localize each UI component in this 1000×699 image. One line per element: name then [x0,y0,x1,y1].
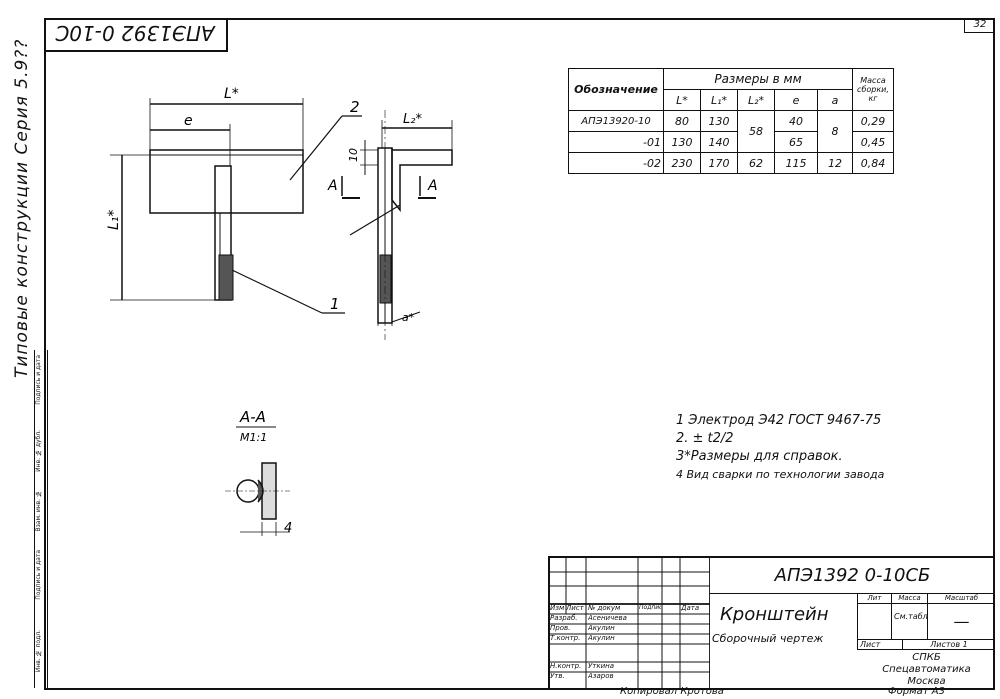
side-stamp-column: Инв. № подл. Подпись и дата Взам. инв. №… [34,350,48,688]
header-L1: L₁* [700,89,738,111]
cell-designation: -01 [568,131,664,153]
header-L2: L₂* [737,89,775,111]
header-a: a [817,89,853,111]
cell-designation: АПЭ13920-10 [568,110,664,132]
cell-L1: 140 [700,131,738,153]
hdr-list: Лист [566,604,584,612]
cell-L2: 62 [737,152,775,174]
callout-2: 2 [350,98,360,116]
section-title: А-А [239,408,266,426]
format-label: Формат А3 [888,686,945,697]
org-3: Москва [907,676,946,687]
cell-L: 130 [663,131,701,153]
role-0: Разраб. [550,614,578,622]
spec-table: Обозначение Размеры в мм Масса сборки, к… [568,68,894,174]
person-3: Уткина [588,662,614,670]
mass-value: См.табл. [892,604,928,640]
cell-a: 8 [817,110,853,153]
mass-label: Масса [892,594,928,604]
table-row: АПЭ13920-10 80 130 58 40 8 0,29 [568,110,894,153]
role-4: Утв. [550,672,565,680]
section-dim: 4 [284,521,292,536]
header-e: e [774,89,818,111]
table-row: -02 230 170 62 115 12 0,84 [568,152,894,174]
dim-L1: L₁* [106,210,122,230]
note-2: 2. ± t2/2 [676,431,734,446]
org-1: СПКБ [912,652,941,663]
section-scale: М1:1 [240,431,267,444]
header-mass: Масса сборки, кг [852,68,894,111]
copied-by: Копировал Кротова [620,686,724,697]
cell-L: 80 [663,110,701,132]
cell-a: 12 [817,152,853,174]
note-1: 1 Электрод Э42 ГОСТ 9467-75 [676,413,882,428]
lit-label: Лит [858,594,892,604]
technical-notes: 1 Электрод Э42 ГОСТ 9467-75 2. ± t2/2 3*… [676,412,884,484]
sheet-number: 32 [964,18,995,33]
hdr-sign: Подпись [639,604,661,611]
note-4: 4 Вид сварки по технологии завода [676,468,885,481]
section-mark-a-right: A [427,178,438,194]
cell-L1: 170 [700,152,738,174]
cell-mass: 0,29 [852,110,894,132]
cell-e: 65 [774,131,818,153]
cell-mass: 0,45 [852,131,894,153]
cell-L: 230 [663,152,701,174]
doc-code: АПЭ1392 0-10СБ [710,558,995,594]
role-2: Т.контр. [550,634,581,642]
drawing-frame [44,18,995,690]
dim-10: 10 [347,148,360,162]
dim-a: a* [402,311,415,324]
signature-grid [550,558,710,690]
sheet-label: Лист [858,640,903,650]
role-3: Н.контр. [550,662,582,670]
cell-e: 40 [774,110,818,132]
scale-value: — [928,604,995,640]
role-1: Пров. [550,624,571,632]
person-2: Акулин [588,634,615,642]
cell-L2: 58 [737,110,775,153]
org-2: Спецавтоматика [882,664,971,675]
header-dimensions: Размеры в мм [663,68,853,90]
dim-e: e [184,113,193,129]
dim-L2: L₂* [403,112,422,127]
cell-mass: 0,84 [852,152,894,174]
hdr-date: Дата [681,604,700,612]
cell-L1: 130 [700,110,738,132]
header-designation: Обозначение [568,68,664,111]
section-mark-a-left: A [327,178,338,194]
hdr-doc: № докум [588,604,621,612]
note-3: 3*Размеры для справок. [676,449,843,464]
plate-front [149,149,304,214]
scale-label: Масштаб [928,594,995,604]
lit-cells [858,604,892,640]
doc-type: Сборочный чертеж [712,632,824,645]
person-1: Акулин [588,624,615,632]
person-0: Асеничева [588,614,627,622]
dim-L: L* [224,86,239,102]
title-block: Изм Лист № докум Подпись Дата Разраб. Ас… [548,556,995,690]
cell-e: 115 [774,152,818,174]
hdr-izm: Изм [550,604,565,612]
callout-1: 1 [330,295,340,313]
person-4: Азаров [588,672,614,680]
top-code-box: АПЭ1392 0-10С [44,18,228,52]
part-name: Кронштейн [710,594,858,650]
cell-designation: -02 [568,152,664,174]
sheets-label: Листов 1 [903,640,995,650]
header-L: L* [663,89,701,111]
